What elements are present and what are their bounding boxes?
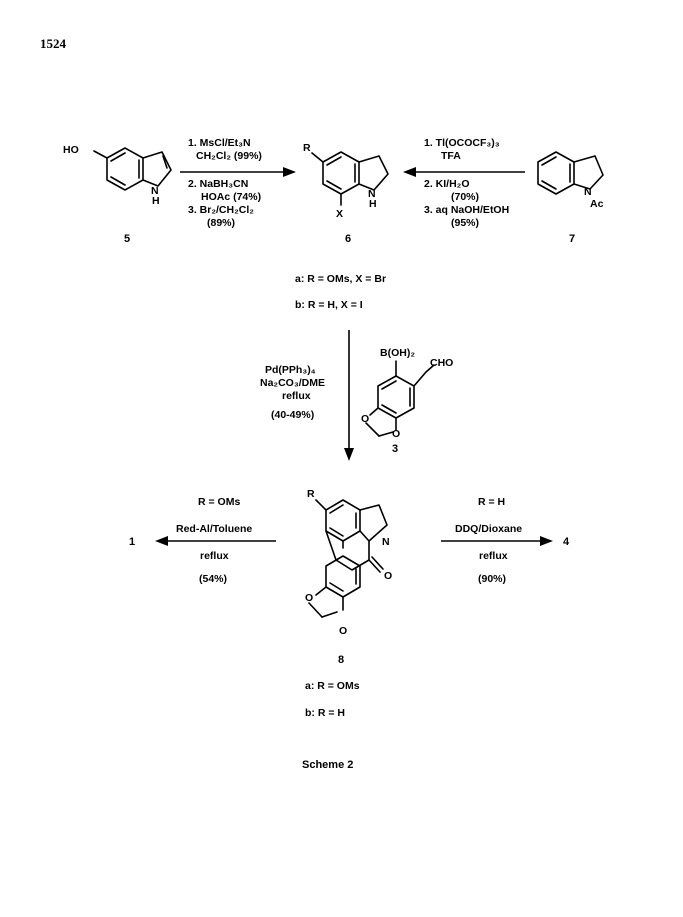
compound-number-4: 4 [563,536,570,548]
structure-compound-5 [93,147,172,191]
atom-n-8: N [382,536,390,548]
atom-r-8: R [307,488,315,500]
atom-boh2: B(OH)₂ [380,347,415,359]
compound-number-3: 3 [392,443,399,455]
atom-h-6: H [369,198,377,210]
arrow-6-to-8 [344,330,354,461]
atom-o-3b: O [392,428,401,440]
structure-compound-6 [311,151,389,206]
compound-number-1: 1 [129,536,136,548]
compound-number-6: 6 [345,233,352,245]
atom-o-carbonyl: O [384,570,393,582]
atom-o-8a: O [305,592,314,604]
scheme-caption: Scheme 2 [302,759,354,771]
structure-compound-8 [308,499,388,618]
atom-x-6: X [336,208,344,220]
compound-number-8: 8 [338,654,345,666]
atom-n-7: N [584,186,592,198]
atom-n-5: N [151,185,159,197]
atom-o-8b: O [339,625,348,637]
atom-o-3a: O [361,413,370,425]
structure-compound-3 [365,360,435,437]
arrow-8-to-4 [441,536,553,546]
variant-8a: a: R = OMs [305,680,360,692]
atom-r-6: R [303,142,311,154]
atom-ho: HO [63,144,79,156]
compound-number-7: 7 [569,233,576,245]
variant-6b: b: R = H, X = I [295,299,363,311]
atom-h-5: H [152,195,160,207]
atom-ac-7: Ac [590,198,604,210]
atom-n-6: N [368,188,376,200]
atom-cho: CHO [430,357,454,369]
variant-8b: b: R = H [305,707,345,719]
variant-6a: a: R = OMs, X = Br [295,273,387,285]
structure-compound-7 [537,151,604,195]
arrow-8-to-1 [155,536,276,546]
arrow-7-to-6 [403,167,525,177]
compound-number-5: 5 [124,233,131,245]
arrow-5-to-6 [180,167,296,177]
page-number: 1524 [40,36,66,51]
